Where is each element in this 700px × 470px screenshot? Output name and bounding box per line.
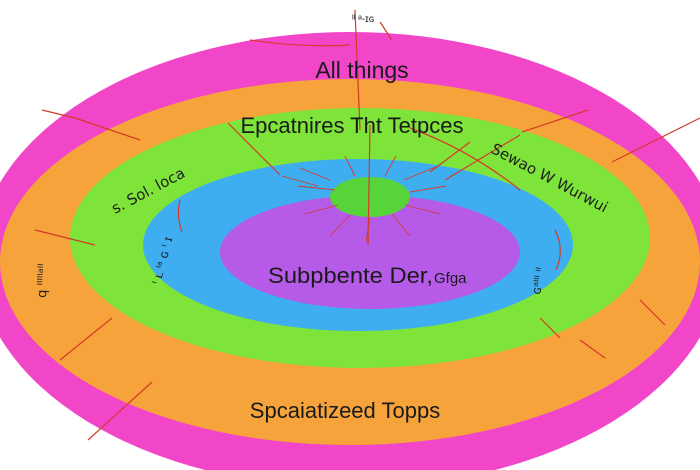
purple-ring bbox=[220, 195, 520, 309]
center-core bbox=[330, 177, 410, 217]
ring4-right-label: ɢᵃᴵᴵᴵ ᴵᴵ bbox=[529, 266, 548, 295]
all-things-label: All things bbox=[315, 57, 408, 83]
bottom-label: Spcaiatizeed Topps bbox=[250, 398, 440, 423]
ring2-left-label: q ᴵᴵᴵᴵᴵᵃᴵᴵ bbox=[35, 263, 51, 298]
top-mark-label: ᴵᴵ ᵃ-ɪɢ bbox=[352, 14, 374, 25]
center-label: Subpbente Der, bbox=[268, 263, 433, 288]
spoke-lines bbox=[34, 9, 700, 441]
core-whiskers bbox=[281, 155, 447, 243]
center-label-small: Gfga bbox=[434, 270, 467, 287]
ring3-title-label: Epcatnires Tht Tetpces bbox=[241, 113, 464, 138]
